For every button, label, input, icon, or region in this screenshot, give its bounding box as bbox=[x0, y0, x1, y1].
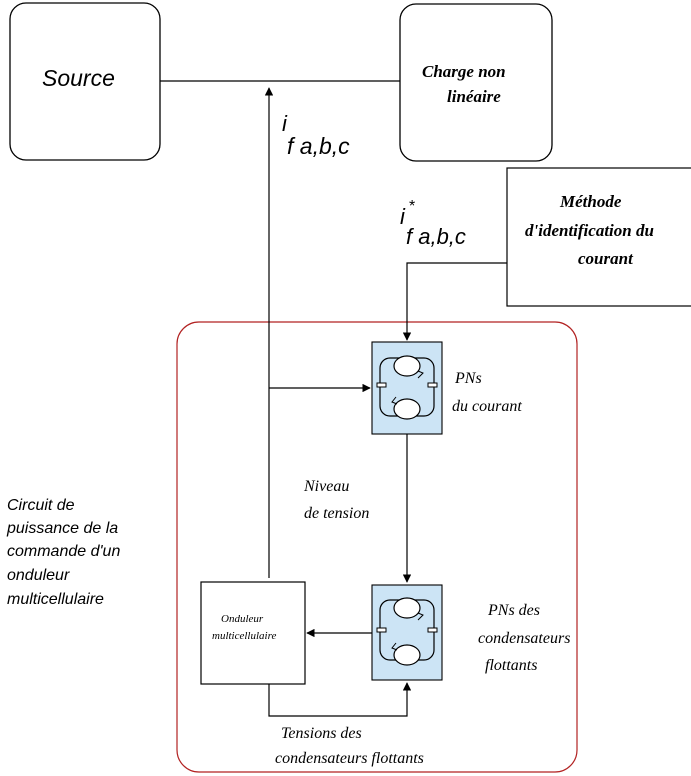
svg-text:i: i bbox=[282, 111, 288, 136]
source-label: Source bbox=[42, 65, 115, 91]
svg-text:f a,b,c: f a,b,c bbox=[406, 224, 466, 249]
method-label-line2: d'identification du bbox=[525, 221, 654, 240]
svg-text:f a,b,c: f a,b,c bbox=[287, 133, 350, 159]
inverter-label-line2: multicellulaire bbox=[212, 630, 276, 642]
source-block: Source bbox=[9, 2, 161, 161]
ifref-signal-label: i * f a,b,c bbox=[400, 198, 466, 249]
identification-method-block: Méthode d'identification du courant bbox=[506, 167, 691, 307]
method-label-line1: Méthode bbox=[559, 192, 622, 211]
capacitor-voltage-feedback-line bbox=[268, 682, 412, 717]
if-signal-label: i f a,b,c bbox=[282, 111, 350, 159]
svg-text:i: i bbox=[400, 204, 406, 229]
capacitor-pn-block bbox=[371, 584, 443, 681]
capacitor-pn-label-line2: condensateurs bbox=[478, 630, 570, 647]
current-pn-block bbox=[371, 341, 443, 435]
nonlinear-load-block: Charge non linéaire bbox=[399, 3, 553, 162]
inverter-label-line1: Onduleur bbox=[221, 613, 264, 625]
svg-text:commande d'un: commande d'un bbox=[7, 543, 120, 560]
current-pn-label-line1: PNs bbox=[454, 370, 482, 387]
circuit-description-label: Circuit de puissance de la commande d'un… bbox=[6, 497, 120, 608]
ifref-line bbox=[402, 262, 507, 341]
feedback-label-line1: Tensions des bbox=[281, 725, 362, 742]
load-label-line1: Charge non bbox=[422, 62, 506, 81]
svg-text:Circuit de: Circuit de bbox=[7, 497, 75, 514]
voltage-level-line2: de tension bbox=[304, 505, 369, 522]
current-pn-label-line2: du courant bbox=[452, 398, 522, 415]
svg-text:multicellulaire: multicellulaire bbox=[7, 591, 104, 608]
feedback-label-line2: condensateurs flottants bbox=[275, 750, 424, 767]
control-circuit-frame bbox=[176, 321, 578, 773]
svg-text:onduleur: onduleur bbox=[7, 567, 70, 584]
capacitor-pn-label-line1: PNs des bbox=[487, 602, 540, 619]
inverter-block: Onduleur multicellulaire bbox=[200, 581, 306, 685]
voltage-level-line1: Niveau bbox=[303, 478, 349, 495]
method-label-line3: courant bbox=[578, 249, 634, 268]
capacitor-pn-label-line3: flottants bbox=[485, 657, 537, 674]
load-label-line2: linéaire bbox=[447, 87, 501, 106]
svg-text:puissance de la: puissance de la bbox=[6, 520, 118, 537]
svg-text:*: * bbox=[409, 198, 415, 215]
